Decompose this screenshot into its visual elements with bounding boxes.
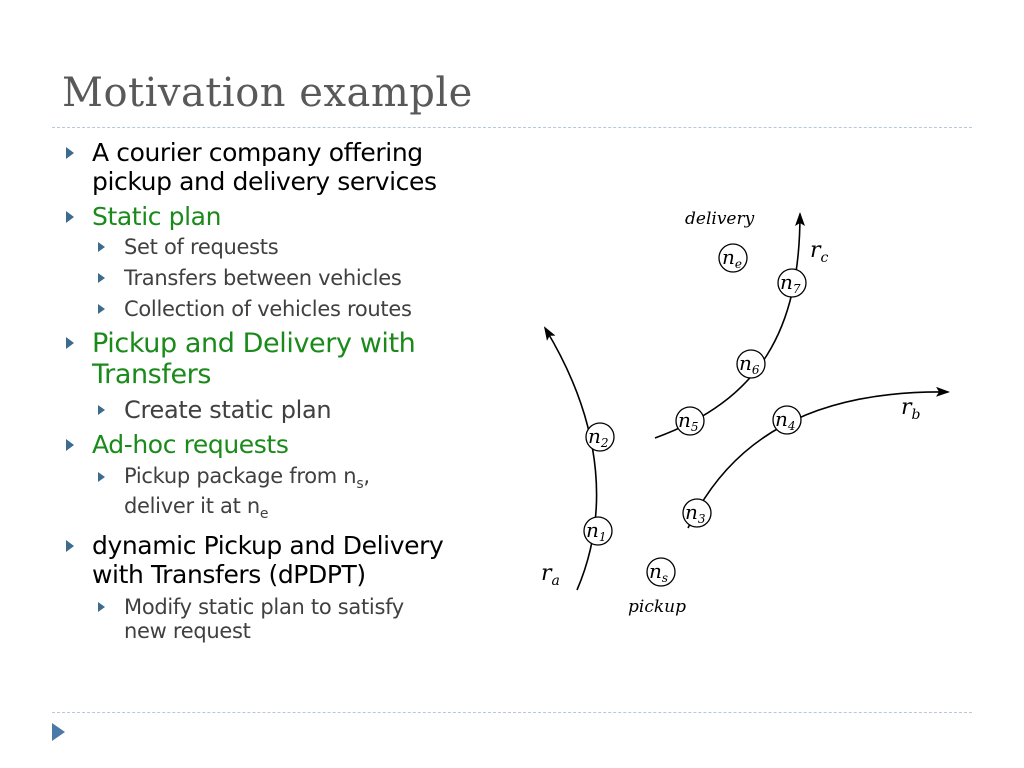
svg-text:ne: ne: [722, 245, 742, 271]
svg-text:n2: n2: [588, 424, 609, 450]
bullet-pdpt: Pickup and Delivery with Transfers: [60, 328, 515, 390]
delivery-label: delivery: [685, 209, 755, 229]
sub-bullet-text: ,: [363, 464, 370, 488]
sub-bullet-text: Transfers between vehicles: [124, 266, 402, 290]
sub-bullet-marker-icon: [98, 602, 105, 612]
bullet-text: Pickup and Delivery with: [92, 328, 416, 359]
node-n6: n6: [736, 349, 766, 379]
sub-bullet: Transfers between vehicles: [60, 266, 515, 291]
next-slide-icon[interactable]: [52, 723, 65, 741]
node-n4: n4: [772, 405, 802, 435]
svg-text:ns: ns: [649, 559, 668, 585]
bullet-text: pickup and delivery services: [92, 167, 437, 196]
svg-text:n7: n7: [780, 270, 801, 296]
bullet-text: Ad-hoc requests: [92, 430, 289, 459]
sub-bullet: Modify static plan to satisfy new reques…: [60, 595, 515, 643]
bullet-text: with Transfers (dPDPT): [92, 560, 366, 589]
bullet-marker-icon: [66, 439, 74, 451]
bullet-text: Transfers: [92, 359, 212, 390]
bullet-marker-icon: [66, 337, 74, 349]
footer-divider: [52, 712, 972, 713]
sub-bullet-marker-icon: [98, 472, 105, 482]
subscript: e: [259, 506, 269, 522]
bullet-marker-icon: [66, 211, 74, 223]
svg-text:n1: n1: [586, 518, 607, 544]
route-label-ra: ra: [541, 561, 560, 589]
bullet-marker-icon: [66, 540, 74, 552]
route-label-rc: rc: [810, 238, 829, 266]
node-ns: ns: [646, 557, 676, 587]
svg-text:n5: n5: [678, 408, 699, 434]
sub-bullet-text: Pickup package from n: [124, 464, 357, 488]
sub-bullet-marker-icon: [98, 242, 105, 252]
svg-text:n3: n3: [685, 500, 706, 526]
sub-bullet-marker-icon: [98, 304, 105, 314]
slide-title: Motivation example: [62, 70, 473, 116]
bullet-courier: A courier company offering pickup and de…: [60, 138, 515, 196]
node-n1: n1: [583, 516, 613, 546]
sub-bullet-text: new request: [124, 619, 251, 643]
bullet-adhoc: Ad-hoc requests: [60, 430, 515, 459]
svg-text:n6: n6: [739, 351, 760, 377]
subscript: s: [356, 476, 364, 492]
route-label-rb: rb: [901, 395, 921, 423]
sub-bullet-text: Create static plan: [124, 396, 332, 424]
bullet-text: dynamic Pickup and Delivery: [92, 531, 444, 560]
sub-bullet-marker-icon: [98, 273, 105, 283]
bullet-marker-icon: [66, 147, 74, 159]
sub-bullet: Set of requests: [60, 235, 515, 260]
sub-bullet-text: Collection of vehicles routes: [124, 297, 412, 321]
sub-bullet: Pickup package from ns, deliver it at ne: [60, 465, 515, 525]
bullet-static-plan: Static plan: [60, 202, 515, 231]
node-n5: n5: [675, 406, 705, 436]
sub-bullet-marker-icon: [98, 405, 105, 415]
bullet-dpdpt: dynamic Pickup and Delivery with Transfe…: [60, 531, 515, 589]
bullet-text: A courier company offering: [92, 138, 423, 167]
sub-bullet-text: Set of requests: [124, 235, 279, 259]
title-divider: [52, 127, 972, 128]
route-a-line: [543, 326, 598, 591]
node-ne: ne: [718, 243, 748, 273]
sub-bullet-text: Modify static plan to satisfy: [124, 595, 404, 619]
sub-bullet: Collection of vehicles routes: [60, 297, 515, 322]
sub-bullet: Create static plan: [60, 396, 515, 424]
pickup-label: pickup: [628, 597, 686, 617]
node-n2: n2: [585, 422, 615, 452]
sub-bullet-text: deliver it at n: [124, 494, 260, 518]
node-n3: n3: [682, 498, 712, 528]
bullet-list: A courier company offering pickup and de…: [60, 138, 515, 643]
node-n7: n7: [777, 268, 807, 298]
svg-text:n4: n4: [775, 407, 796, 433]
bullet-text: Static plan: [92, 202, 222, 231]
